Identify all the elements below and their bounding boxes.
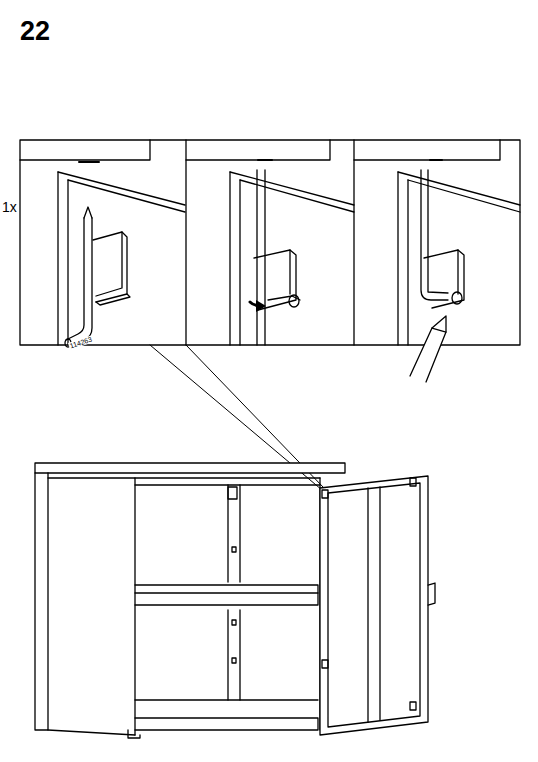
quantity-label: 1x	[2, 200, 17, 214]
cabinet	[35, 463, 345, 738]
cabinet-door	[320, 476, 435, 735]
hinge-pin-detail-1	[20, 140, 185, 347]
detail-panels	[20, 140, 520, 345]
hinge-pin-detail-2	[186, 140, 354, 345]
hinge-pin-detail-3	[354, 140, 520, 382]
step-number: 22	[20, 18, 50, 45]
